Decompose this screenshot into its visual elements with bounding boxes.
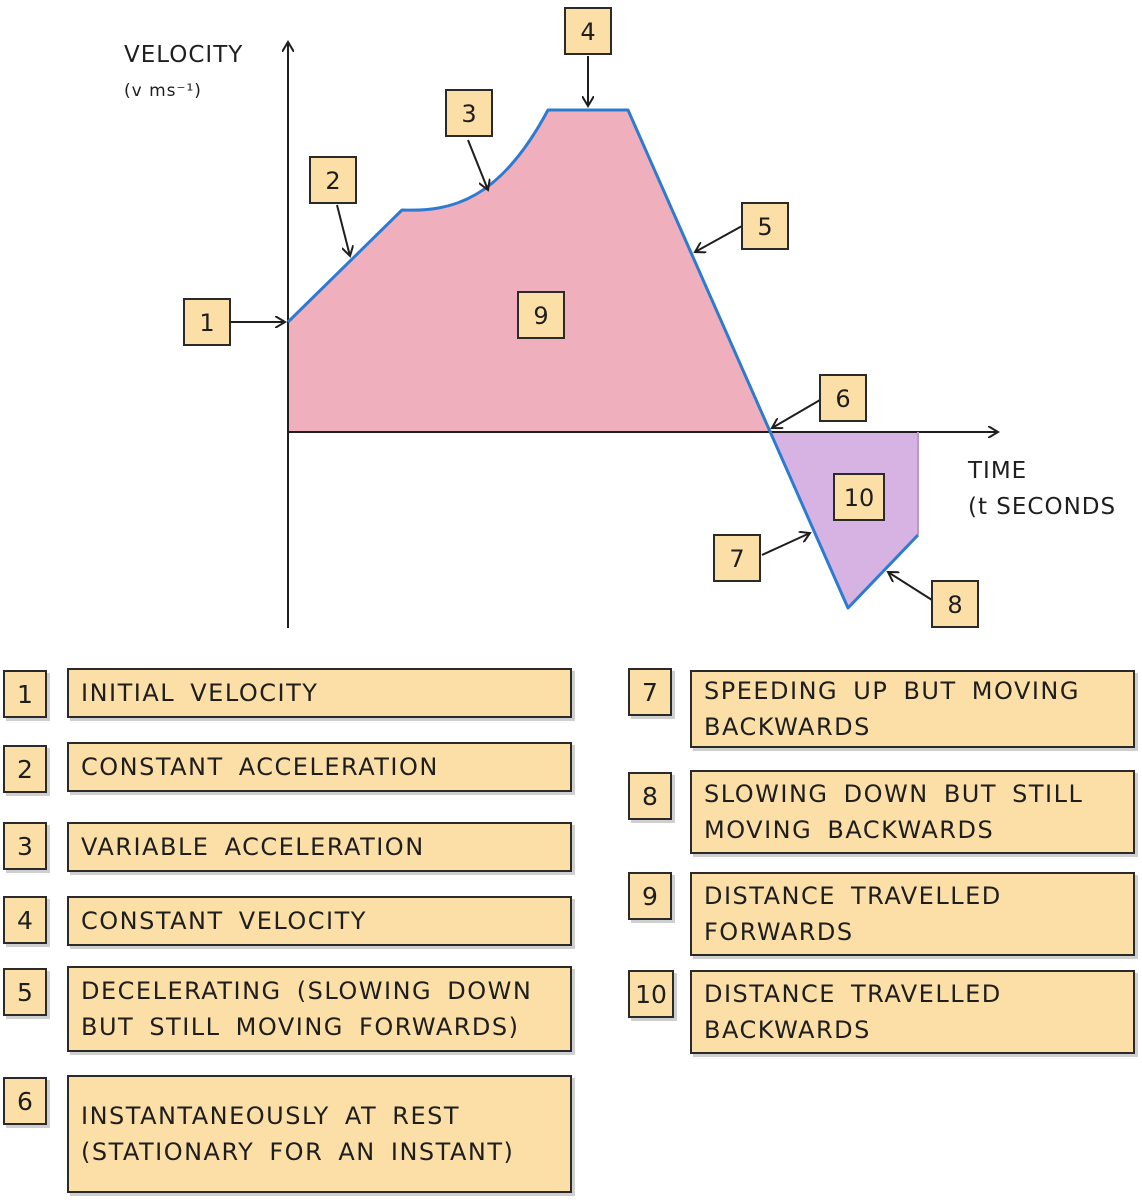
pointer-8	[888, 572, 933, 601]
key-text-8-label: SLOWING DOWN BUT STILL MOVING BACKWARDS	[704, 780, 1084, 844]
key-text-9: DISTANCE TRAVELLED FORWARDS	[690, 872, 1135, 956]
key-text-2-label: CONSTANT ACCELERATION	[81, 753, 439, 781]
marker-6-label: 6	[835, 385, 850, 413]
y-axis-label: VELOCITY	[124, 42, 243, 68]
key-text-10: DISTANCE TRAVELLED BACKWARDS	[690, 970, 1135, 1054]
key-text-5: DECELERATING (SLOWING DOWN BUT STILL MOV…	[67, 966, 572, 1052]
marker-9-label: 9	[533, 302, 548, 330]
pointer-5	[695, 225, 743, 252]
marker-4-label: 4	[580, 18, 595, 46]
velocity-time-graph: VELOCITY (v ms⁻¹) TIME (t SECONDS 1 2 3 …	[124, 7, 1116, 628]
key-text-7: SPEEDING UP BUT MOVING BACKWARDS	[690, 670, 1135, 748]
key-text-3: VARIABLE ACCELERATION	[67, 822, 572, 872]
marker-9-box	[517, 291, 565, 339]
marker-7-label: 7	[729, 545, 744, 573]
key-text-4: CONSTANT VELOCITY	[67, 896, 572, 946]
forward-distance-area	[288, 110, 770, 432]
marker-5-label: 5	[757, 213, 772, 241]
pointer-6	[772, 399, 821, 428]
pointer-2	[336, 204, 350, 256]
key-text-6: INSTANTANEOUSLY AT REST (STATIONARY FOR …	[67, 1075, 572, 1193]
marker-10-label: 10	[844, 484, 875, 512]
key-text-8: SLOWING DOWN BUT STILL MOVING BACKWARDS	[690, 770, 1135, 854]
key-text-6-label: INSTANTANEOUSLY AT REST (STATIONARY FOR …	[81, 1102, 515, 1166]
key-text-5-label: DECELERATING (SLOWING DOWN BUT STILL MOV…	[81, 977, 533, 1041]
key-number-2: 2	[3, 745, 47, 793]
marker-2-box	[309, 156, 357, 204]
marker-10-box	[833, 473, 885, 521]
key-number-10: 10	[628, 970, 674, 1018]
y-axis-unit: (v ms⁻¹)	[124, 81, 202, 101]
key-number-8: 8	[628, 772, 672, 820]
key-number-3: 3	[3, 822, 47, 870]
marker-3-label: 3	[461, 100, 476, 128]
x-axis-unit: (t SECONDS	[968, 494, 1116, 520]
key-text-4-label: CONSTANT VELOCITY	[81, 907, 367, 935]
marker-3-box	[445, 89, 493, 137]
marker-1-box	[183, 298, 231, 346]
pointer-3	[467, 139, 488, 190]
marker-6-box	[819, 374, 867, 422]
key-number-6: 6	[3, 1077, 47, 1125]
key-text-7-label: SPEEDING UP BUT MOVING BACKWARDS	[704, 677, 1080, 741]
x-axis-label: TIME	[967, 458, 1027, 484]
key-number-5: 5	[3, 968, 47, 1016]
marker-8-box	[931, 580, 979, 628]
key-text-10-label: DISTANCE TRAVELLED BACKWARDS	[704, 980, 1002, 1044]
marker-1-label: 1	[199, 309, 214, 337]
marker-7-box	[713, 534, 761, 582]
key-number-7: 7	[628, 668, 672, 716]
key-number-1: 1	[3, 670, 47, 718]
marker-5-box	[741, 202, 789, 250]
key-text-2: CONSTANT ACCELERATION	[67, 742, 572, 792]
key-text-1: INITIAL VELOCITY	[67, 668, 572, 718]
key-text-3-label: VARIABLE ACCELERATION	[81, 833, 425, 861]
marker-8-label: 8	[947, 591, 962, 619]
key-number-4: 4	[3, 896, 47, 944]
marker-4-box	[564, 7, 612, 55]
pointer-7	[761, 533, 810, 556]
key-text-9-label: DISTANCE TRAVELLED FORWARDS	[704, 882, 1002, 946]
marker-2-label: 2	[325, 167, 340, 195]
key-text-1-label: INITIAL VELOCITY	[81, 679, 319, 707]
key-number-9: 9	[628, 872, 672, 920]
